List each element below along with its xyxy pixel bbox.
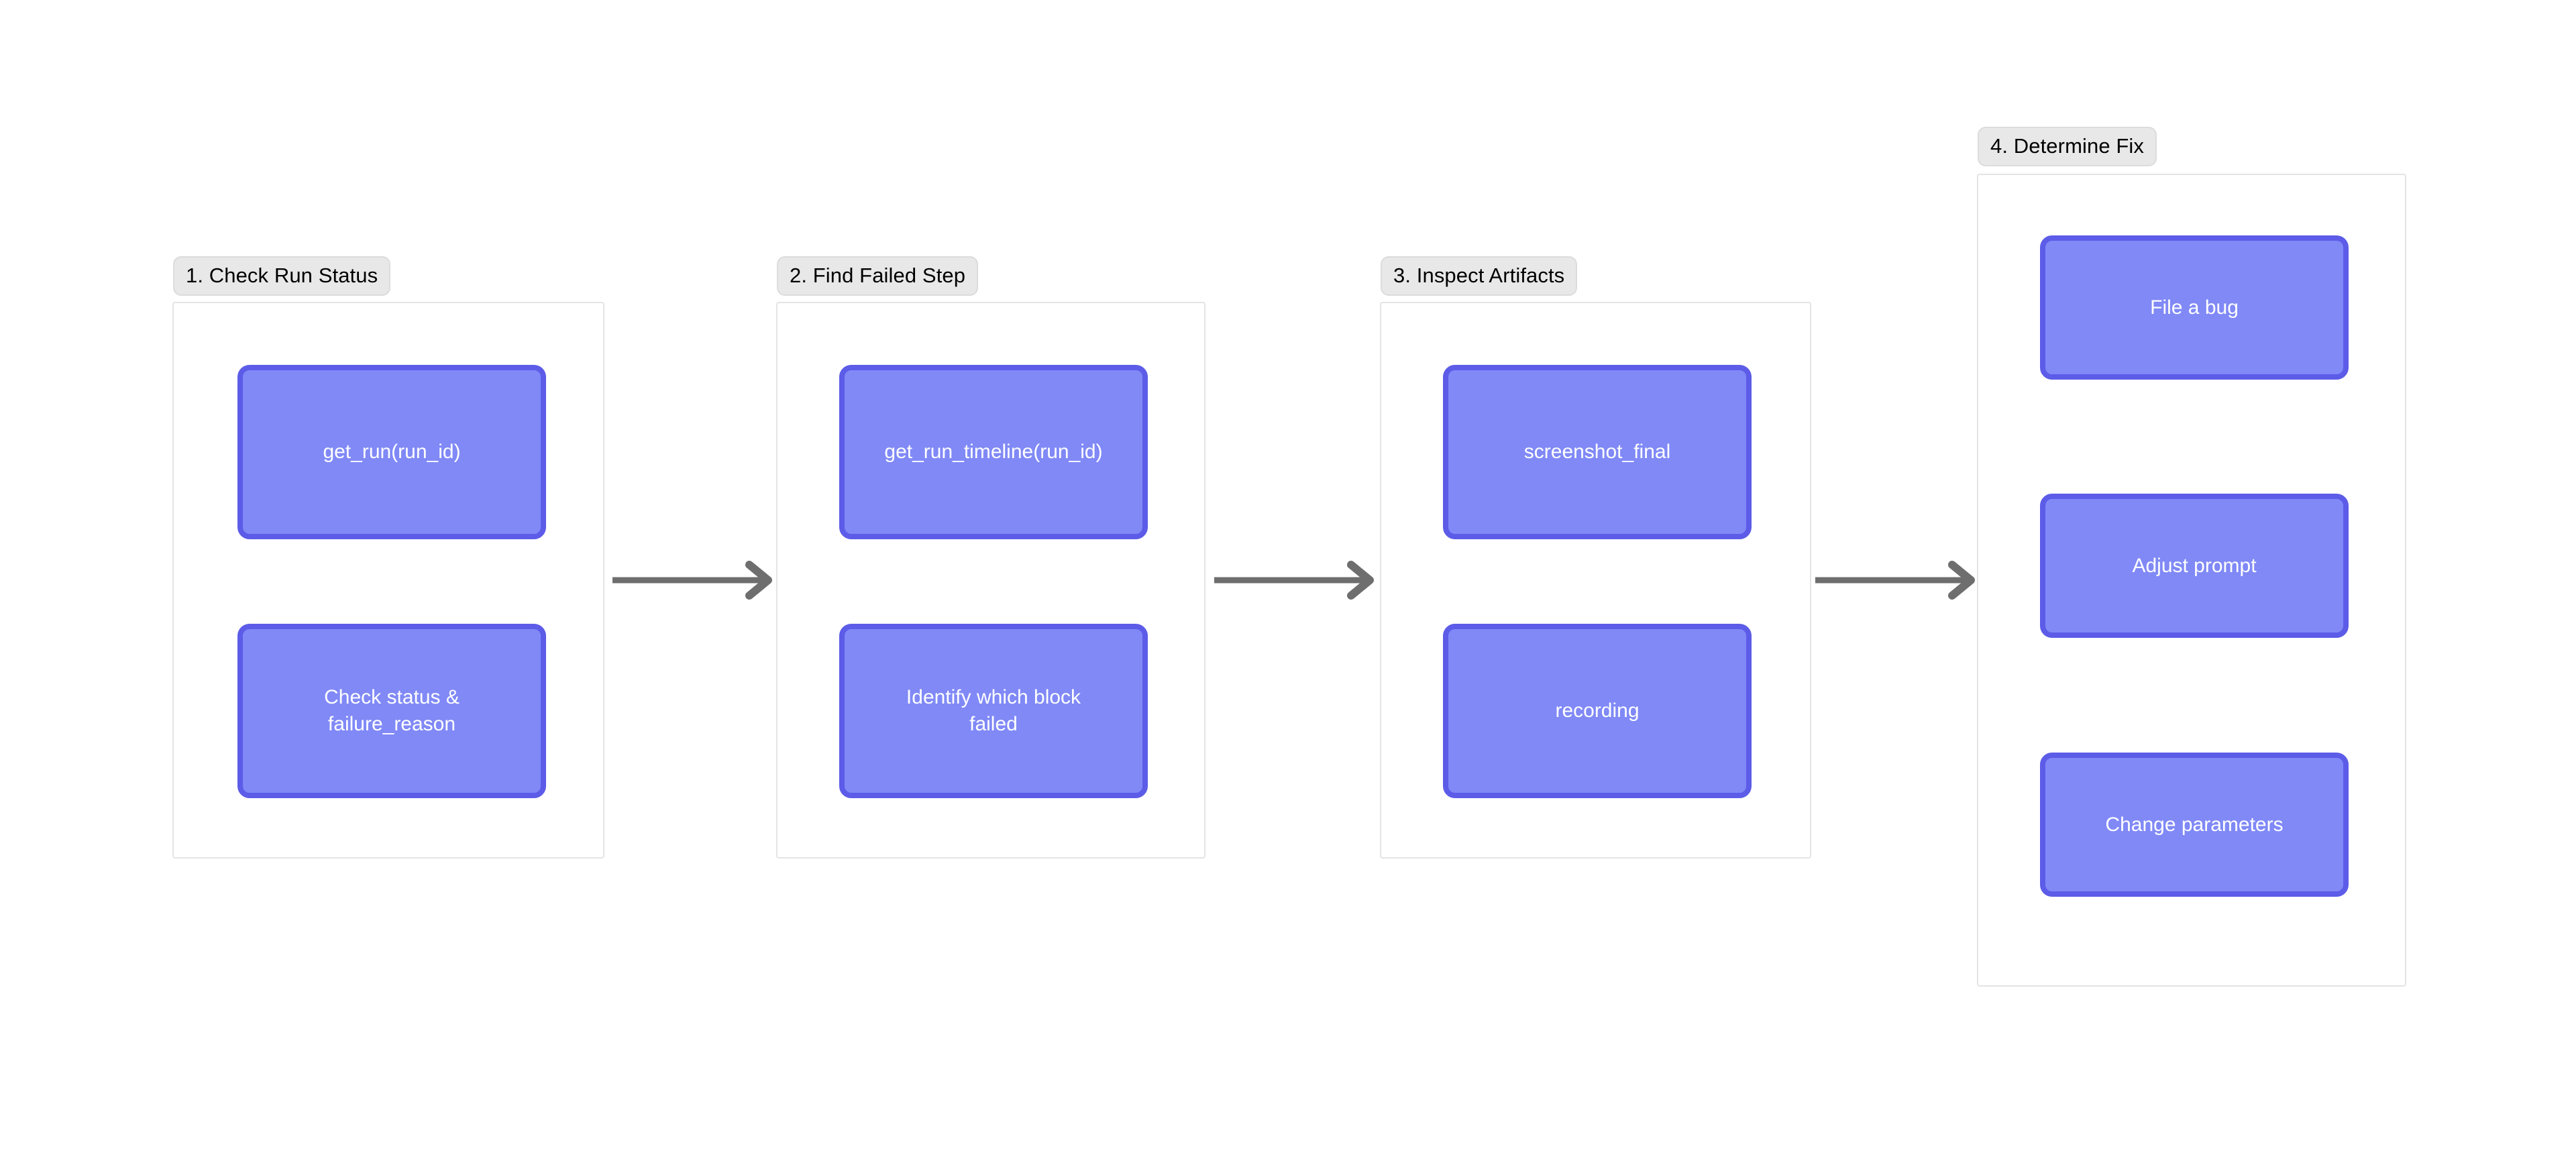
node-screenshot-final[interactable]: screenshot_final: [1443, 365, 1752, 539]
connector-arrow-2: [1214, 561, 1374, 600]
group-check-run-status: get_run(run_id) Check status & failure_r…: [172, 302, 604, 859]
group-label-inspect-artifacts: 3. Inspect Artifacts: [1381, 256, 1578, 296]
group-label-check-run-status: 1. Check Run Status: [173, 256, 391, 296]
connector-arrow-1: [612, 561, 772, 600]
node-change-parameters[interactable]: Change parameters: [2040, 753, 2349, 897]
node-adjust-prompt[interactable]: Adjust prompt: [2040, 494, 2349, 638]
group-find-failed-step: get_run_timeline(run_id) Identify which …: [776, 302, 1205, 859]
node-check-status-failure-reason[interactable]: Check status & failure_reason: [237, 624, 546, 798]
connector-arrow-3: [1815, 561, 1975, 600]
group-label-find-failed-step: 2. Find Failed Step: [777, 256, 979, 296]
node-get-run[interactable]: get_run(run_id): [237, 365, 546, 539]
group-determine-fix: File a bug Adjust prompt Change paramete…: [1977, 174, 2406, 987]
node-get-run-timeline[interactable]: get_run_timeline(run_id): [839, 365, 1148, 539]
node-recording[interactable]: recording: [1443, 624, 1752, 798]
node-identify-failed-block[interactable]: Identify which block failed: [839, 624, 1148, 798]
group-label-determine-fix: 4. Determine Fix: [1978, 127, 2157, 166]
node-file-a-bug[interactable]: File a bug: [2040, 235, 2349, 380]
group-inspect-artifacts: screenshot_final recording: [1380, 302, 1811, 859]
